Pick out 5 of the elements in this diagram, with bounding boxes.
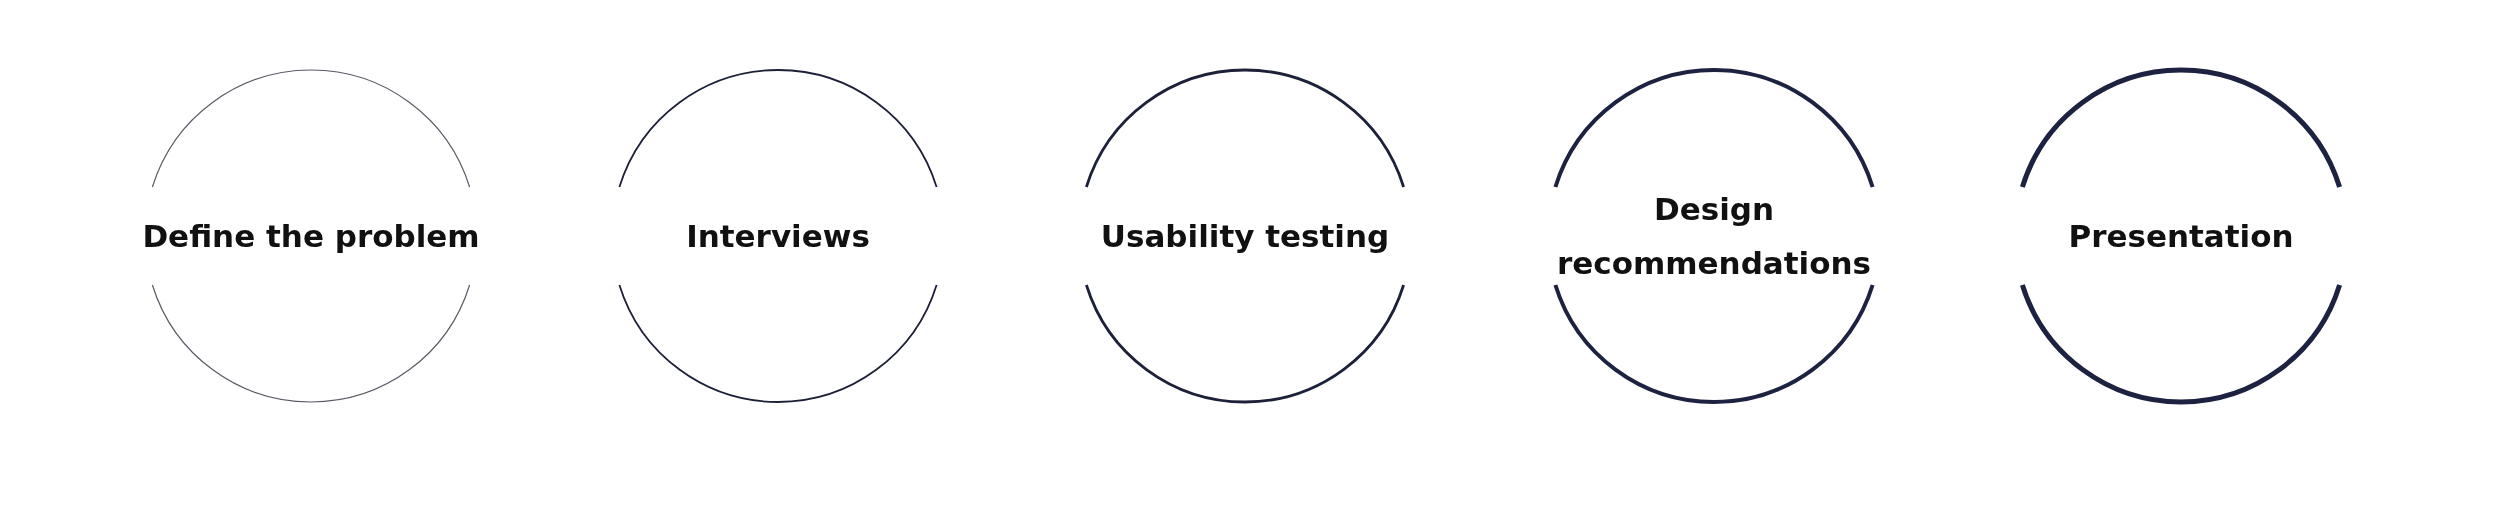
- step-label: Interviews: [686, 216, 870, 256]
- step-label: Usability testing: [1100, 216, 1390, 256]
- step-label: Presentation: [2068, 216, 2294, 256]
- step-label: Define the problem: [142, 216, 480, 256]
- step-label: Design recommendations: [1555, 189, 1873, 283]
